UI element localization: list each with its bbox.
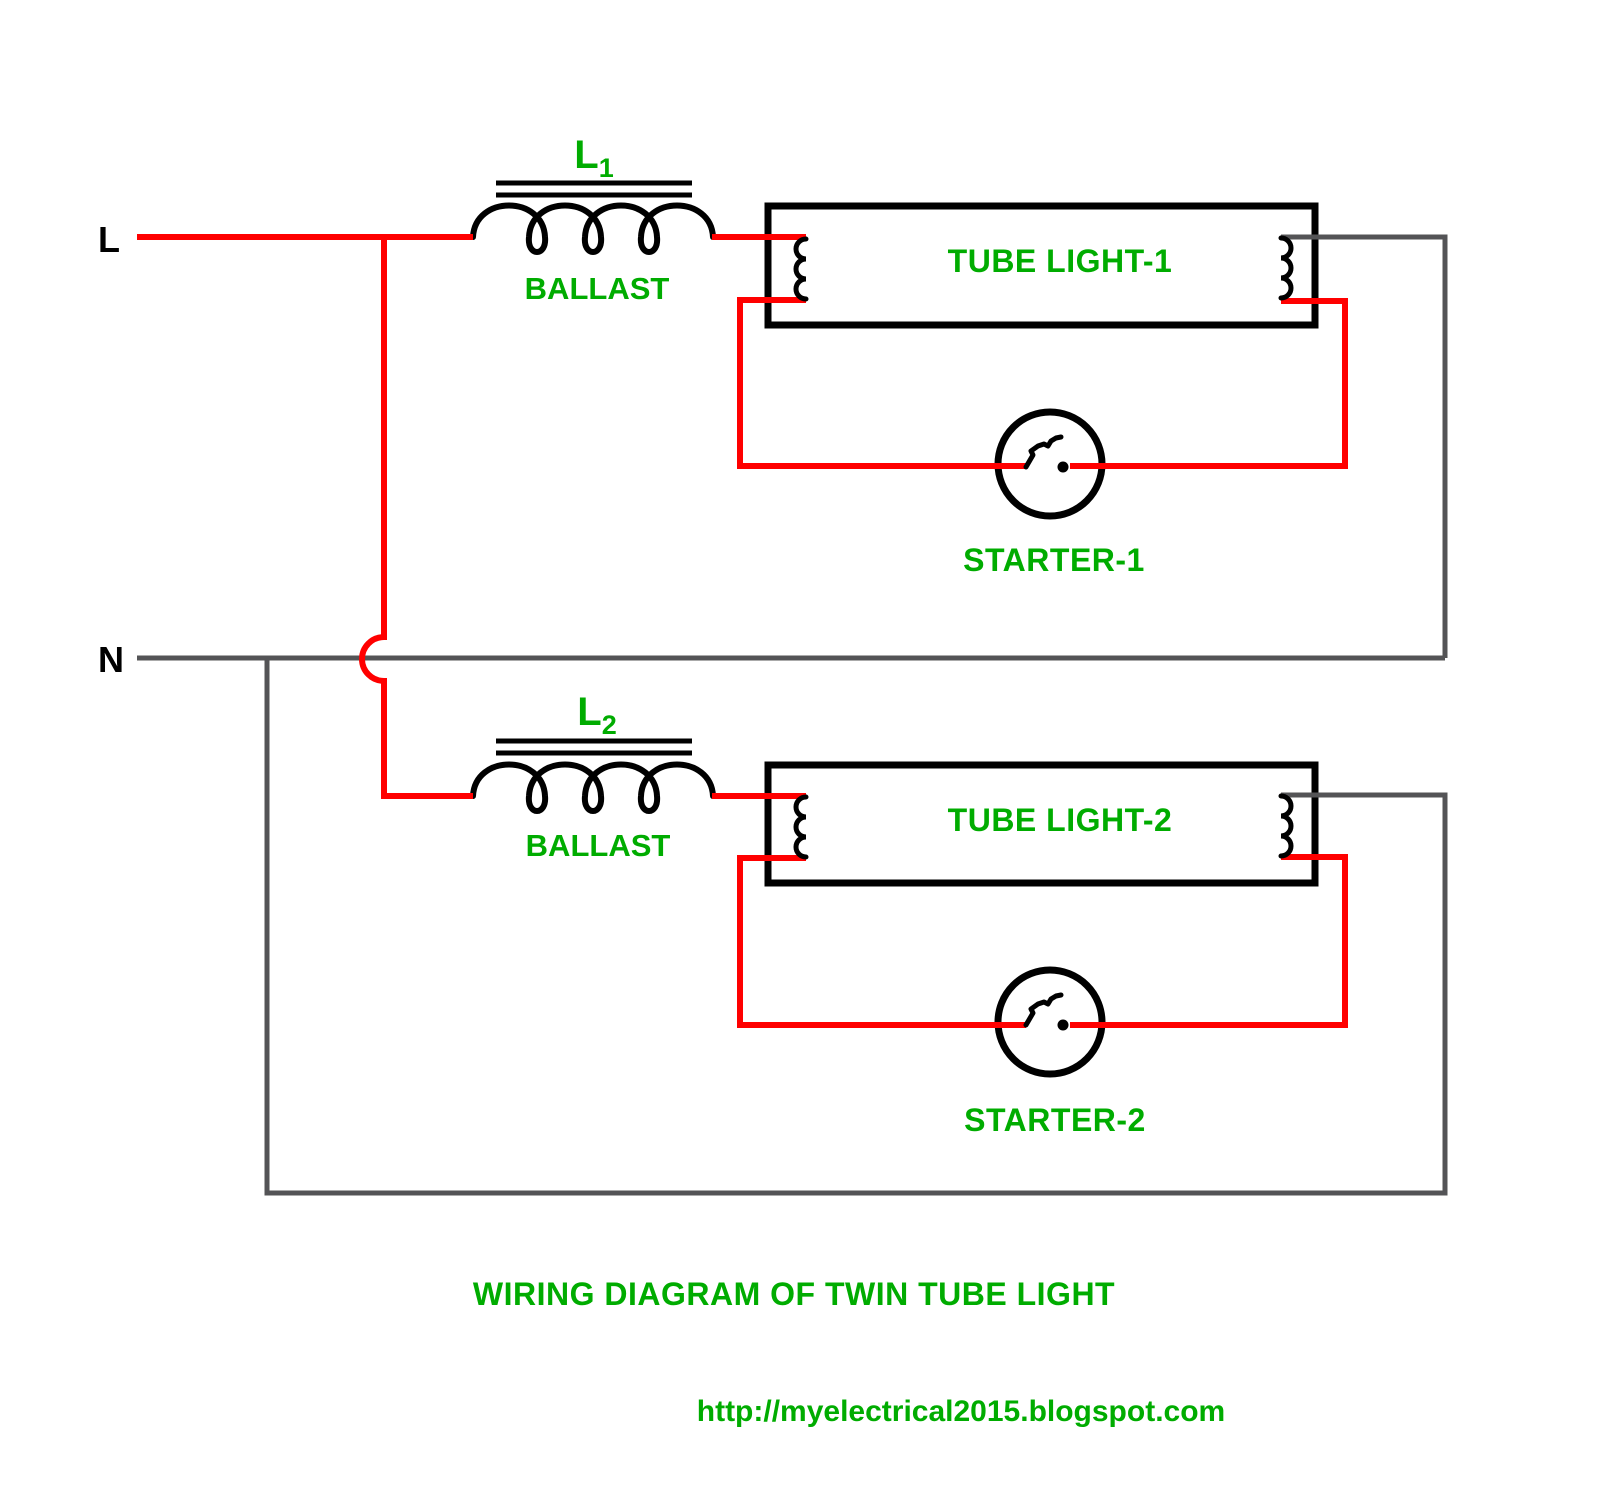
neutral-wire-tube2-return (264, 658, 1448, 1196)
tube-2-filament-left (793, 794, 809, 860)
starter-1-wire-right (1070, 298, 1348, 469)
live-terminal-label: L (98, 219, 120, 260)
live-wire-branch-with-hop (359, 237, 473, 799)
neutral-wire-tube1-return (1281, 234, 1448, 658)
ballast-1-ref-label: L1 (574, 133, 614, 183)
ballast-2-ref-subscript: 2 (601, 710, 617, 740)
starter-2-wire-left (737, 855, 1026, 1028)
ballast-1-label: BALLAST (524, 271, 670, 306)
starter-2-wire-right (1070, 854, 1348, 1028)
tube-light-2-box (764, 761, 1319, 887)
ballast-2-coil (470, 761, 716, 814)
ballast-1-core-bars (496, 180, 692, 198)
starter-1-contact-icon (1023, 434, 1069, 473)
tube-light-1-label: TUBE LIGHT-1 (947, 243, 1173, 279)
tube-1-filament-right (1278, 235, 1294, 301)
starter-2-contact-icon (1023, 992, 1069, 1031)
diagram-title: WIRING DIAGRAM OF TWIN TUBE LIGHT (472, 1276, 1116, 1312)
tube-light-2-label: TUBE LIGHT-2 (947, 802, 1173, 838)
ballast-1-coil (470, 202, 716, 255)
tube-light-1-box (764, 202, 1319, 329)
ballast-1-ref-subscript: 1 (598, 153, 614, 183)
ballast-2-core-bars (496, 738, 692, 756)
credit-url: http://myelectrical2015.blogspot.com (696, 1395, 1226, 1428)
starter-2-label: STARTER-2 (964, 1102, 1146, 1138)
ballast-2-ref-label: L2 (577, 690, 617, 740)
neutral-terminal-label: N (98, 639, 124, 680)
ballast-2-label: BALLAST (525, 828, 671, 863)
tube-1-filament-left (793, 236, 809, 302)
tube-2-filament-right (1278, 793, 1294, 859)
starter-1-wire-left (737, 297, 1026, 469)
starter-1-label: STARTER-1 (963, 542, 1145, 578)
